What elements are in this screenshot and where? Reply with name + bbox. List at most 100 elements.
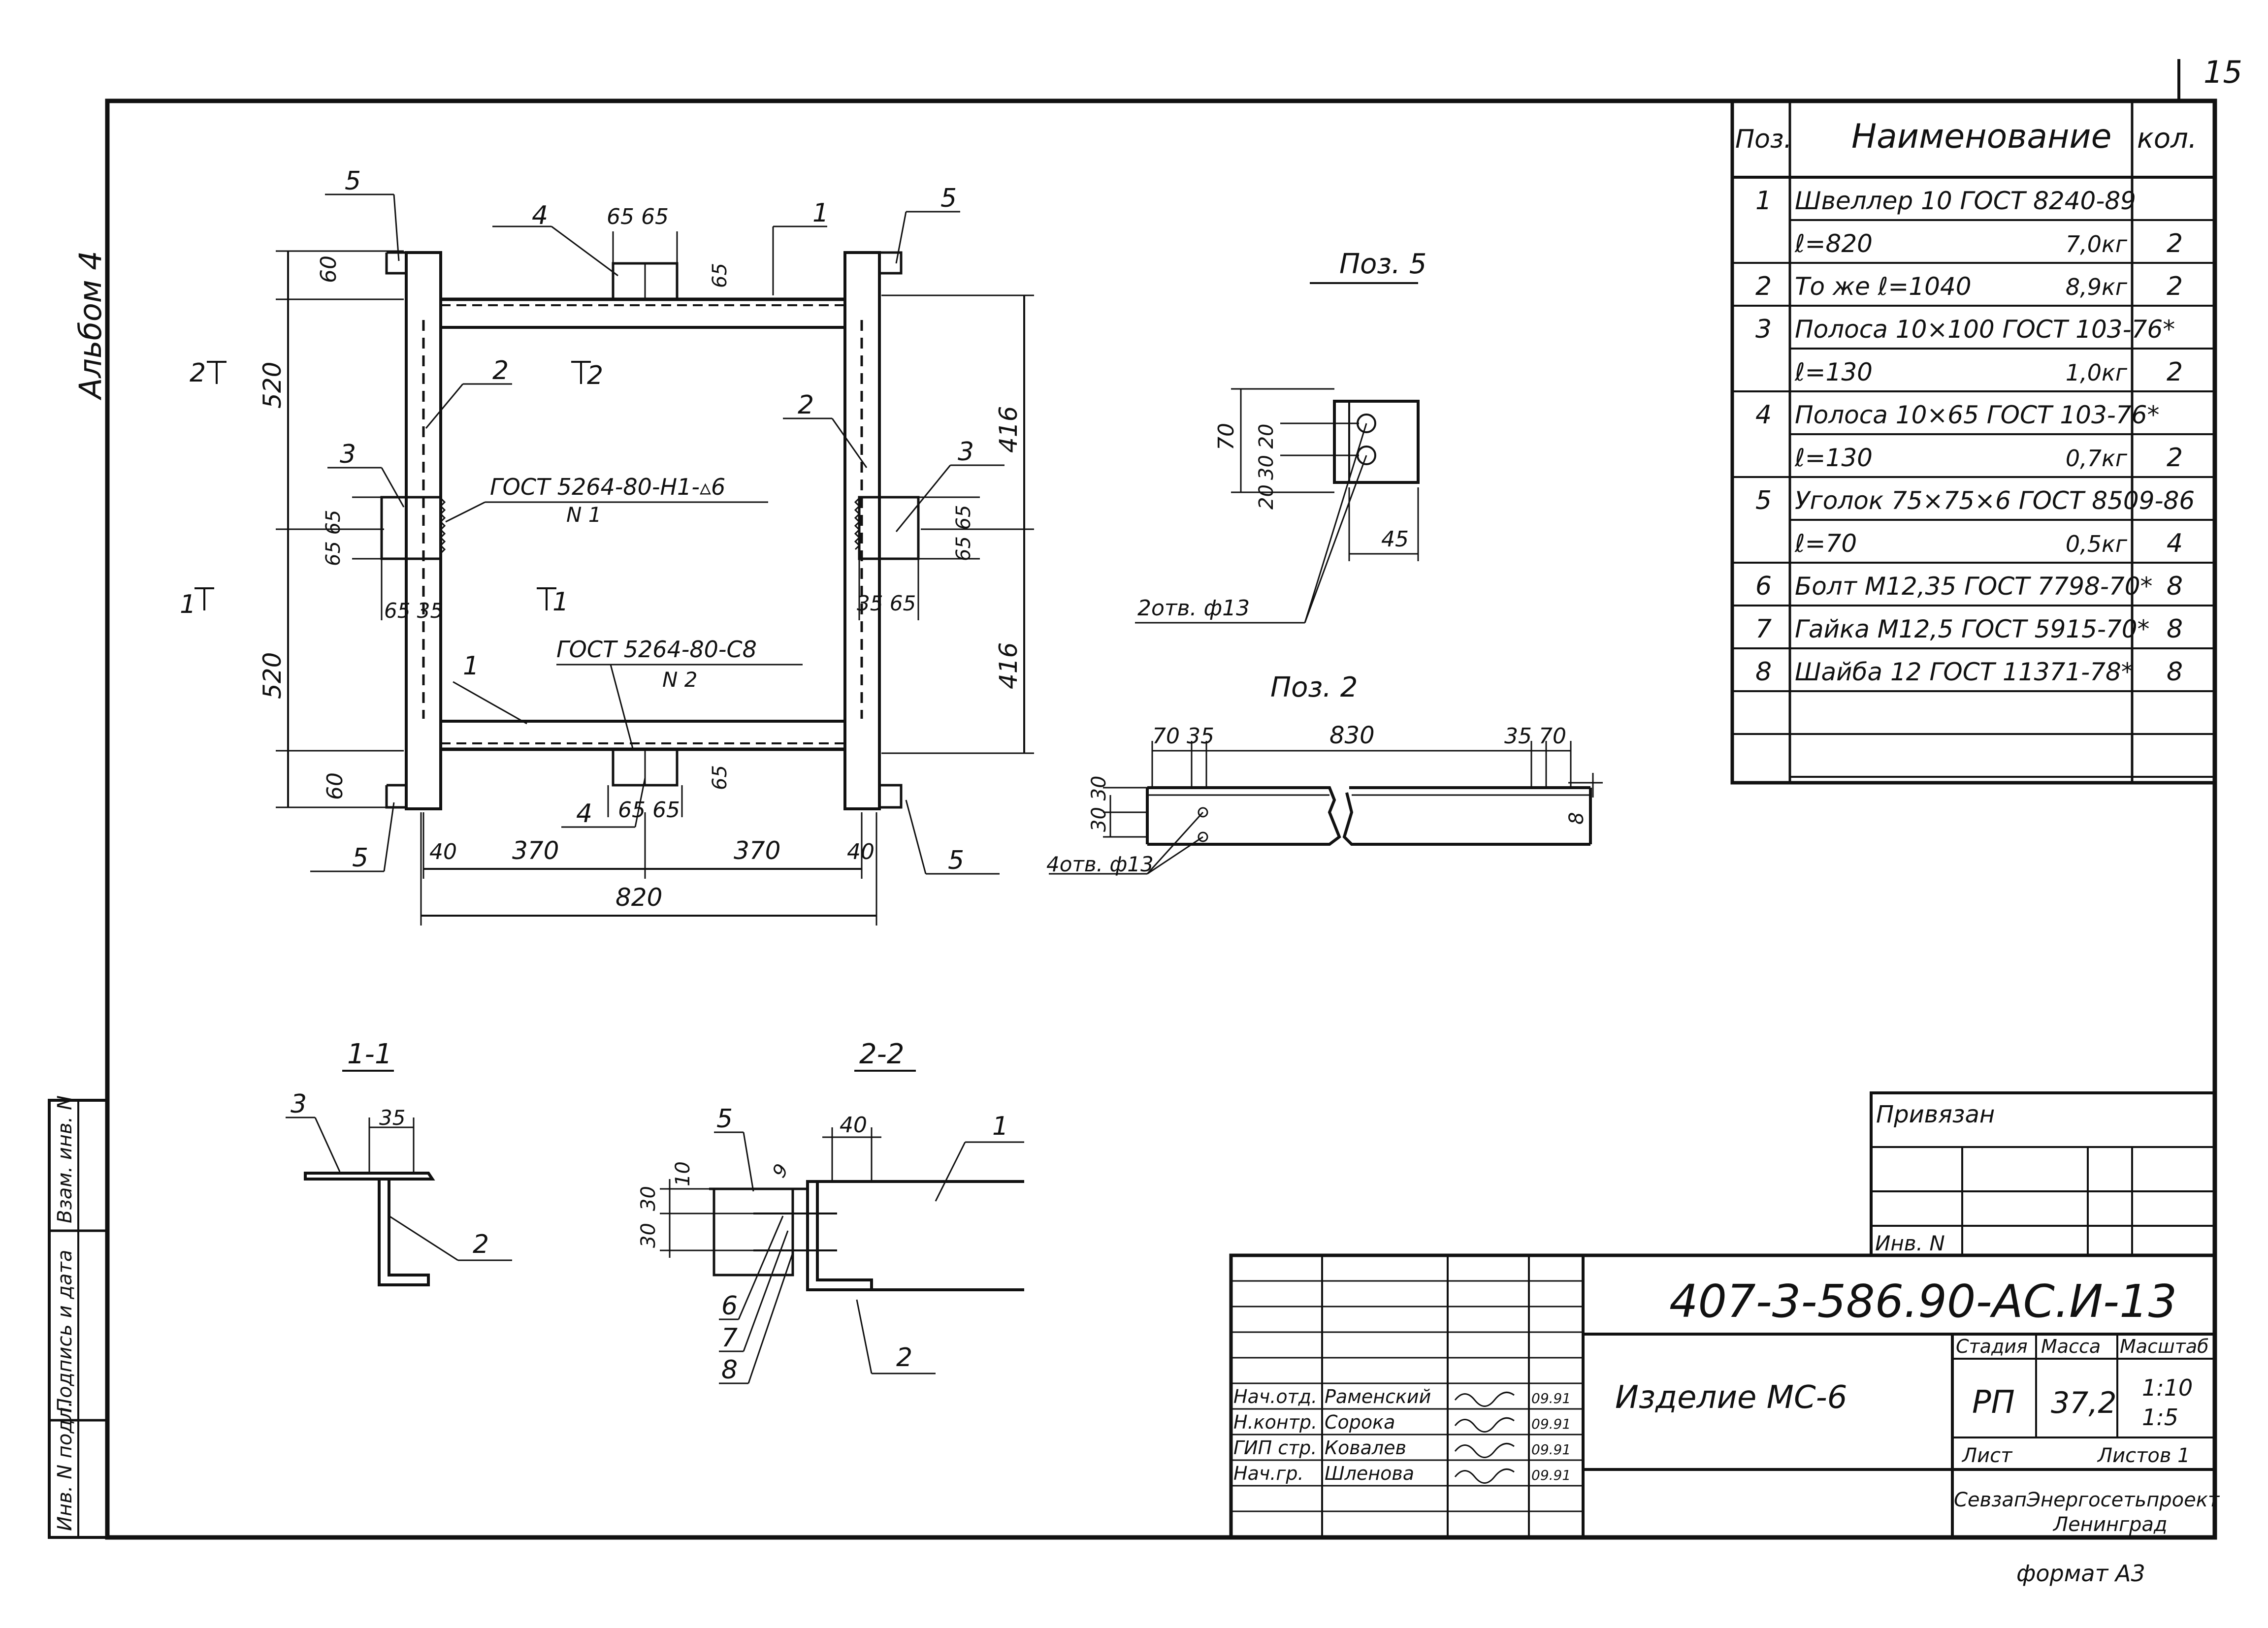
spec-row-qty: 8 [2167,657,2183,687]
signature-scribble [1454,1417,1515,1433]
spec-row-pos: 6 [1755,572,1772,601]
spec-row-name: Уголок 75×75×6 ГОСТ 8509-86 [1795,486,2195,515]
pos5-holes-note: 2отв. ф13 [1137,596,1250,621]
pos2-detail: Поз. 2 70 35 830 35 70 30 30 8 4отв. ф13 [1046,671,1603,876]
callout-pos1-bottom: 1 [463,651,479,681]
spec-row-name: ℓ=130 [1794,358,1873,386]
spec-row-pos: 8 [1755,657,1772,687]
spec-row-name: Швеллер 10 ГОСТ 8240-89 [1795,187,2136,215]
callout-pos3-right: 3 [958,437,974,467]
signature-date: 09.91 [1531,1416,1571,1432]
title-block: 407-3-586.90-АС.И-13 Изделие МС-6 Стадия… [1229,1253,2220,1539]
weld-note-1: ГОСТ 5264-80-Н1-▵6 [490,474,725,500]
pos2-dim-35-70-right: 35 70 [1504,724,1566,749]
signature-date: 09.91 [1531,1390,1571,1406]
pos2-dim-70-35-left: 70 35 [1152,724,1214,749]
stage-label: Стадия [1956,1336,2028,1357]
spec-row-name: ℓ=820 [1794,229,1873,258]
callout-pos4-bottom: 4 [576,799,592,829]
pos2-title: Поз. 2 [1270,671,1358,703]
binding-title: Привязан [1876,1101,1995,1128]
spec-row-qty: 2 [2167,272,2183,301]
signature-scribble [1454,1391,1515,1407]
section-2-2-callout-8: 8 [721,1355,738,1385]
spec-row-name: То же ℓ=1040 [1795,272,1972,301]
dim-35-65-right: 35 65 [857,591,916,615]
pos2-dim-830: 830 [1329,722,1375,749]
signature-role: Нач.отд. [1233,1386,1317,1407]
stamp-signature-date: Подпись и дата [54,1250,76,1413]
dim-40-left: 40 [429,839,457,864]
section-2-2-dim-9: 9 [768,1160,793,1181]
spec-row-mass: 8,9кг [2066,274,2128,300]
section-mark-1-left: 1 [180,590,196,619]
city-name: Ленинград [2052,1513,2168,1536]
signature-name: Шленова [1325,1463,1414,1484]
callout-pos1-top: 1 [812,198,829,228]
stamp-inv-original: Инв. N подл. [54,1401,76,1531]
spec-row-pos: 7 [1755,614,1772,644]
mass-label: Масса [2041,1336,2101,1357]
dim-520-bottom: 520 [258,652,287,699]
dim-65-65-left: 65 65 [322,510,345,566]
pos5-dim-20: 20 [1255,484,1278,510]
weld-note-1-number: N 1 [566,503,602,527]
format-label: формат А3 [2016,1560,2145,1587]
section-1-1-callout-3: 3 [291,1089,307,1119]
section-2-2: 2-2 40 10 30 30 9 5 1 6 7 8 [637,1038,1024,1385]
org-name: СевзапЭнергосетьпроект [1954,1489,2220,1511]
spec-header-qty: кол. [2137,123,2197,155]
spec-header-name: Наименование [1851,117,2111,156]
section-1-1-dim-35: 35 [379,1106,405,1130]
main-dimension-lines [276,231,1034,926]
page-number: 15 [2203,54,2242,90]
main-view: 60 520 520 60 416 416 65 65 65 65 65 65 … [180,166,1034,926]
signature-scribble [1454,1468,1515,1484]
dim-65-65-bottom: 65 65 [618,798,680,823]
spec-row-mass: 0,7кг [2066,445,2128,472]
binding-inv-label: Инв. N [1875,1231,1945,1255]
callout-pos5-top-left: 5 [345,166,361,196]
binding-block: Привязан Инв. N [1870,1091,2216,1257]
spec-row-qty: 8 [2167,614,2183,644]
section-1-1: 1-1 35 3 2 [286,1038,512,1286]
spec-row-name: Гайка М12,5 ГОСТ 5915-70* [1795,615,2150,643]
spec-row-pos: 5 [1755,486,1772,515]
section-1-1-callout-2: 2 [473,1230,489,1259]
spec-row-qty: 2 [2167,229,2183,258]
dim-370-left: 370 [512,836,559,865]
spec-grid [1732,219,2215,778]
callout-pos2-left: 2 [492,356,509,385]
side-stamp: Инв. N подл. Подпись и дата Взам. инв. N [48,1095,109,1539]
scale-value-1: 1:10 [2142,1374,2193,1401]
dim-65-65-top: 65 65 [607,204,669,229]
section-2-2-dim-10: 10 [672,1161,694,1186]
signature-role: Н.контр. [1233,1411,1317,1433]
callout-pos2-right: 2 [798,390,814,420]
section-2-2-dim-30b: 30 [637,1223,660,1248]
spec-row-pos: 2 [1755,272,1772,301]
section-1-1-title: 1-1 [347,1038,392,1070]
spec-row-qty: 4 [2167,529,2183,558]
callout-pos3-left: 3 [340,440,356,469]
title-block-rows [1231,1280,1583,1512]
signature-role: Нач.гр. [1233,1463,1304,1484]
dim-520-top: 520 [258,362,287,409]
pos2-dim-8: 8 [1565,812,1588,825]
callout-pos5-top-right: 5 [940,184,957,213]
doc-code: 407-3-586.90-АС.И-13 [1669,1275,2177,1328]
spec-row-qty: 8 [2167,572,2183,601]
spec-row-name: Полоса 10×65 ГОСТ 103-76* [1795,401,2159,429]
dim-65-bottom-right: 65 [709,765,731,790]
mass-value: 37,2 [2051,1386,2117,1420]
spec-row-qty: 2 [2167,357,2183,387]
stage-value: РП [1972,1384,2015,1421]
signature-name: Ковалев [1325,1437,1406,1459]
section-2-2-dim-40: 40 [840,1113,867,1138]
section-mark-2-left: 2 [190,358,206,388]
dim-65-65-right: 65 65 [952,505,975,561]
sheet-label: Лист [1961,1444,2013,1467]
section-mark-1-mid: 1 [552,587,569,617]
